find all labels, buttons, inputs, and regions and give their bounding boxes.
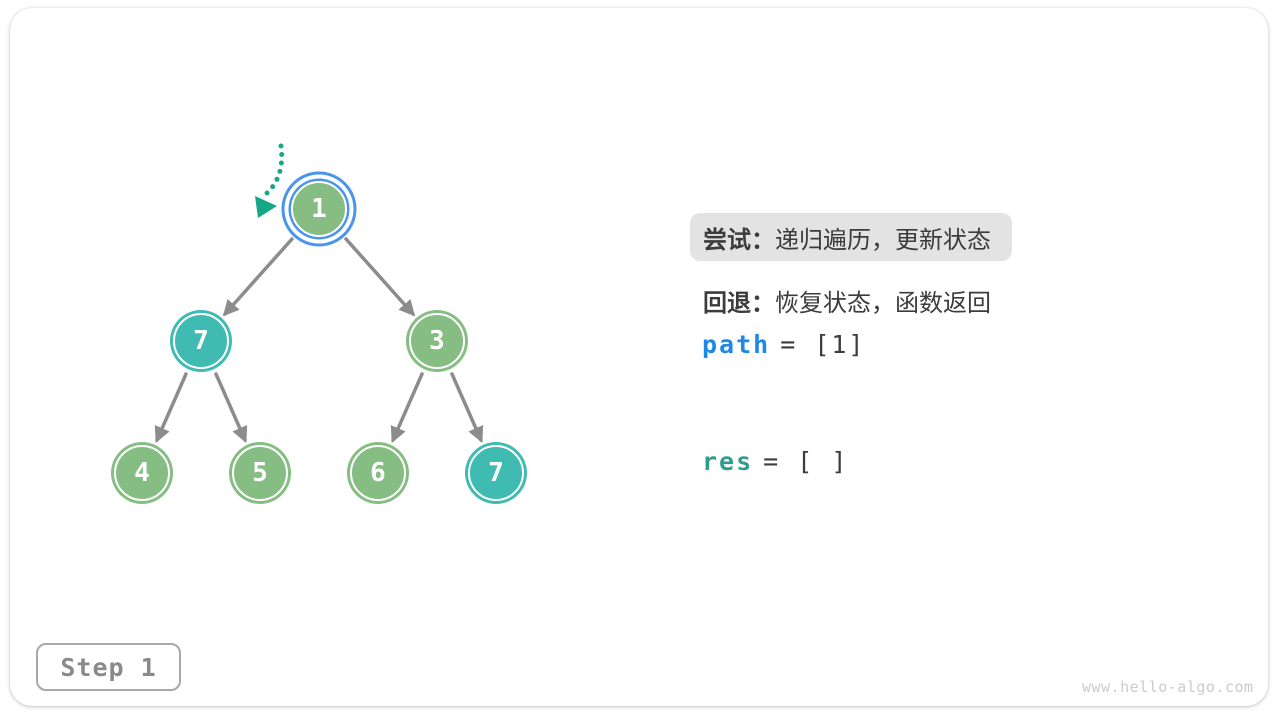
back-line: 回退：恢复状态，函数返回	[703, 283, 991, 318]
path-name: path	[702, 330, 771, 359]
step-badge-label: Step 1	[60, 652, 157, 682]
tree-node-leaf-4: 4	[114, 445, 170, 501]
tree-node-value: 1	[311, 194, 327, 224]
tree-edge-1-7	[222, 237, 294, 317]
res-variable: res = [ ]	[702, 447, 848, 476]
tree-canvas	[154, 143, 484, 443]
step-badge: Step 1	[36, 643, 181, 691]
tree-node-value: 6	[370, 458, 386, 488]
tree-edge-3-6	[390, 372, 424, 443]
current-node-pointer-icon	[255, 143, 285, 218]
res-name: res	[702, 447, 754, 476]
tree-node-value: 7	[193, 326, 209, 356]
tree-edge-7-4	[154, 372, 188, 443]
tree-node-value: 7	[488, 458, 504, 488]
tree-node-right: 3	[409, 313, 465, 369]
path-variable: path = [1]	[702, 330, 865, 359]
tree-node-leaf-7: 7	[468, 445, 524, 501]
tree-node-root: 1	[291, 181, 347, 237]
tree-node-left: 7	[173, 313, 229, 369]
path-value: = [1]	[780, 330, 866, 359]
watermark: www.hello-algo.com	[1082, 678, 1254, 696]
tree-edge-1-3	[344, 237, 416, 317]
tree-node-leaf-5: 5	[232, 445, 288, 501]
tree-node-value: 5	[252, 458, 268, 488]
tree-node-leaf-6: 6	[350, 445, 406, 501]
back-text: 恢复状态，函数返回	[775, 290, 991, 317]
try-label: 尝试：	[703, 226, 775, 254]
res-value: = [ ]	[763, 447, 849, 476]
tree-node-value: 4	[134, 458, 150, 488]
try-text: 递归遍历，更新状态	[775, 226, 991, 254]
tree-edge-3-7	[450, 372, 484, 443]
tree-edge-7-5	[214, 372, 248, 443]
tree-edges	[154, 237, 484, 443]
tree-node-value: 3	[429, 326, 445, 356]
back-label: 回退：	[703, 290, 775, 317]
try-highlight-box: 尝试：递归遍历，更新状态	[690, 213, 1012, 261]
